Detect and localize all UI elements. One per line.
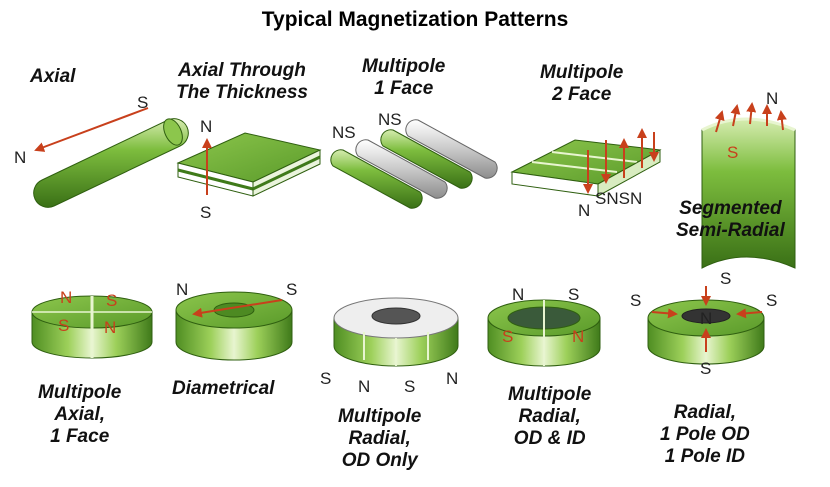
axial-rod <box>33 107 189 208</box>
pole-snsn: SNSN <box>595 189 642 208</box>
pole-s: S <box>404 377 415 396</box>
segmented-semi-radial-segment <box>701 102 796 269</box>
pole-n: N <box>572 327 584 346</box>
label-multipole-radial-od-only: Multipole Radial, OD Only <box>338 406 422 471</box>
pole-n: N <box>766 89 778 108</box>
pole-s: S <box>630 291 641 310</box>
pole-s: S <box>137 93 148 112</box>
pole-s: S <box>568 285 579 304</box>
diametrical-ring <box>175 291 293 361</box>
label-multipole-axial-1-face: Multipole Axial, 1 Face <box>38 382 122 447</box>
pole-n: N <box>512 285 524 304</box>
multipole-radial-od-ring <box>333 297 459 367</box>
multipole-2-face-plate <box>510 128 662 197</box>
pole-s: S <box>200 203 211 222</box>
pole-ns: NS <box>332 123 356 142</box>
label-axial-through-thickness: Axial Through The Thickness <box>176 60 308 103</box>
label-multipole-2-face: Multipole 2 Face <box>540 62 624 105</box>
label-radial-1-pole: Radial, 1 Pole OD 1 Pole ID <box>660 402 750 467</box>
radial-ring <box>647 286 765 365</box>
pole-n: N <box>200 117 212 136</box>
pole-ns: NS <box>378 110 402 129</box>
pole-s: S <box>727 143 738 162</box>
pole-n: N <box>446 369 458 388</box>
pole-s: S <box>320 369 331 388</box>
axial-thickness-plate <box>176 132 322 197</box>
pole-s: S <box>58 316 69 335</box>
page-title: Typical Magnetization Patterns <box>261 8 569 31</box>
pole-n: N <box>700 309 712 328</box>
pole-s: S <box>106 291 117 310</box>
label-multipole-1-face: Multipole 1 Face <box>362 56 446 99</box>
pole-s: S <box>700 359 711 378</box>
label-segmented-semi-radial: Segmented Semi-Radial <box>676 198 785 241</box>
pole-n: N <box>104 318 116 337</box>
pole-s: S <box>286 280 297 299</box>
pole-s: S <box>502 327 513 346</box>
pole-n: N <box>14 148 26 167</box>
pole-n: N <box>358 377 370 396</box>
pole-n: N <box>578 201 590 220</box>
pole-n: N <box>60 288 72 307</box>
label-axial: Axial <box>30 66 76 87</box>
pole-s: S <box>766 291 777 310</box>
pole-n: N <box>176 280 188 299</box>
label-diametrical: Diametrical <box>172 378 275 399</box>
multipole-axial-disc <box>31 295 153 359</box>
multipole-radial-od-id-ring <box>487 299 601 367</box>
label-multipole-radial-od-id: Multipole Radial, OD & ID <box>508 384 592 449</box>
pole-s: S <box>720 269 731 288</box>
multipole-1-face-rods <box>330 119 498 209</box>
